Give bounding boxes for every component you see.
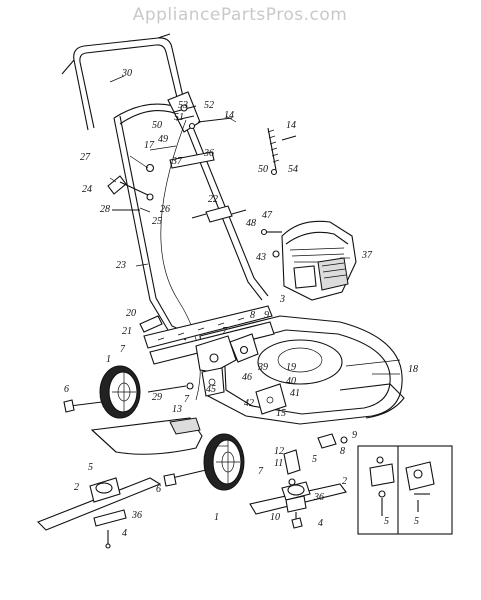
- callout-label: 1: [214, 512, 219, 523]
- blade-adapter-hardware: [283, 433, 348, 486]
- callout-label: 7: [184, 394, 190, 405]
- detail-inset-box: [357, 445, 453, 535]
- callout-label: 48: [246, 218, 256, 229]
- callout-label: 45: [206, 384, 216, 395]
- callout-label: 22: [208, 194, 218, 205]
- callout-label: 15: [276, 408, 286, 419]
- height-adjuster-left: [195, 335, 237, 397]
- callout-label: 26: [160, 204, 170, 215]
- callout-label: 3: [279, 294, 285, 305]
- callout-label: 43: [256, 252, 266, 263]
- height-adjuster-right: [229, 333, 287, 415]
- callout-label: 12: [274, 446, 284, 457]
- callout-label: 54: [288, 164, 298, 175]
- control-bar-and-bracket: [149, 91, 237, 169]
- callout-label: 5: [414, 516, 419, 527]
- blade-right: [249, 481, 347, 529]
- leader-lines: [109, 75, 400, 447]
- bracket-20: [139, 315, 163, 333]
- upper-handle: [61, 33, 187, 131]
- callout-label: 1: [106, 354, 111, 365]
- callout-label: 50: [152, 120, 162, 131]
- callout-label: 7: [120, 344, 126, 355]
- blade-left: [37, 477, 162, 549]
- callout-label: 5: [312, 454, 317, 465]
- callout-label: 8: [250, 310, 255, 321]
- callout-label: 37: [361, 250, 373, 261]
- callout-label: 17: [144, 140, 155, 151]
- callout-label: 5: [384, 516, 389, 527]
- callout-label: 46: [242, 372, 252, 383]
- callout-label: 9: [352, 430, 357, 441]
- callout-label: 20: [126, 308, 136, 319]
- handle-bracket-22: [191, 205, 247, 223]
- callout-label: 14: [286, 120, 296, 131]
- callout-label: 13: [172, 404, 182, 415]
- rear-axle-bolt: [147, 382, 194, 393]
- callout-label: 6: [64, 384, 69, 395]
- callout-label: 23: [116, 260, 126, 271]
- handle-knob-and-bolt: [107, 163, 155, 213]
- callout-label: 53: [178, 100, 188, 111]
- callout-label: 5: [88, 462, 93, 473]
- callout-label: 6: [156, 484, 161, 495]
- callout-label: 19: [286, 362, 296, 373]
- callout-label: 8: [340, 446, 345, 457]
- callout-label: 36: [203, 148, 214, 159]
- rear-left-wheel: [63, 365, 141, 419]
- callout-label: 29: [152, 392, 162, 403]
- callout-label: 36: [131, 510, 142, 521]
- callout-label: 25: [152, 216, 162, 227]
- callout-label: 21: [122, 326, 132, 337]
- rear-deflector: [90, 417, 203, 455]
- callout-label: 4: [318, 518, 323, 529]
- lower-handle: [113, 103, 269, 341]
- callout-label: 50: [258, 164, 268, 175]
- callout-labels: 30 53 51 52 14 50 49 36 37 27 17 24 14 5…: [64, 68, 419, 539]
- front-left-wheel: [163, 433, 245, 491]
- callout-label: 52: [204, 100, 214, 111]
- callout-label: 39: [257, 362, 268, 373]
- callout-label: 10: [270, 512, 280, 523]
- callout-label: 2: [342, 476, 347, 487]
- callout-label: 41: [290, 388, 300, 399]
- callout-label: 37: [171, 156, 183, 167]
- callout-label: 30: [121, 68, 132, 79]
- callout-label: 51: [174, 112, 184, 123]
- callout-label: 2: [74, 482, 79, 493]
- callout-label: 4: [122, 528, 127, 539]
- callout-label: 18: [408, 364, 418, 375]
- callout-label: 42: [244, 398, 254, 409]
- callout-label: 11: [274, 458, 283, 469]
- cable-spring-detail: [267, 127, 297, 176]
- watermark: AppliancePartsPros.com: [133, 5, 348, 25]
- callout-label: 9: [264, 310, 269, 321]
- callout-label: 28: [100, 204, 110, 215]
- engine: [260, 220, 357, 301]
- callout-label: 7: [258, 466, 264, 477]
- callout-label: 40: [286, 376, 296, 387]
- callout-label: 49: [158, 134, 168, 145]
- callout-label: 27: [80, 152, 91, 163]
- callout-label: 47: [262, 210, 273, 221]
- callout-label: 24: [82, 184, 92, 195]
- callout-label: 14: [224, 110, 234, 121]
- callout-label: 36: [313, 492, 324, 503]
- callout-label: 7: [222, 326, 228, 337]
